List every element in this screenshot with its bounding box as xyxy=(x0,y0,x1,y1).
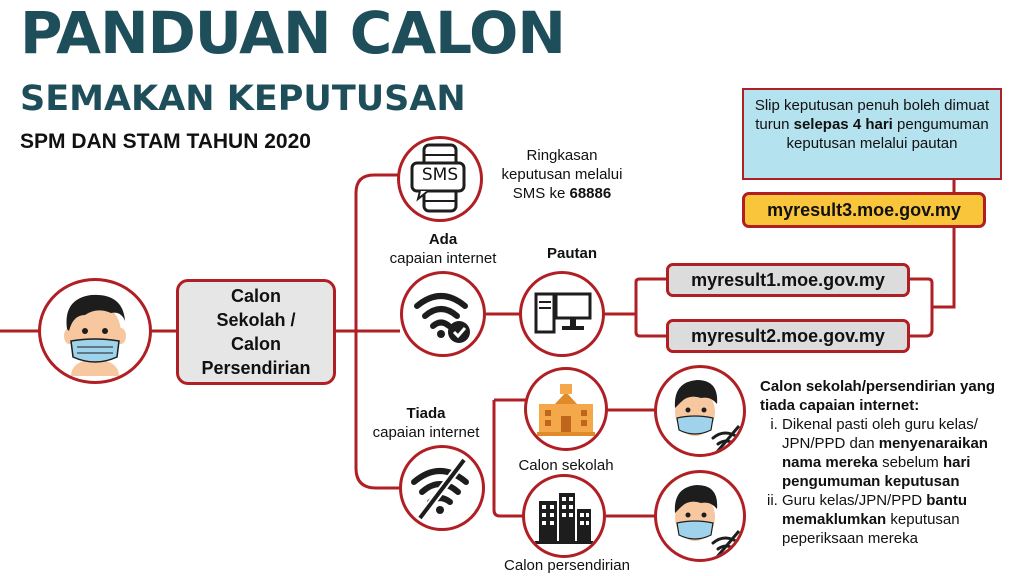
candidate-line-3: Calon xyxy=(230,334,281,354)
candidate-line-1: Calon xyxy=(230,286,281,306)
info-item-1: Dikenal pasti oleh guru kelas/ JPN/PPD d… xyxy=(782,415,1020,491)
note-text-1: Slip keputusan penuh boleh dimuat turun xyxy=(754,97,990,133)
internet-no-bold: Tiada xyxy=(406,405,446,422)
computer-icon xyxy=(519,271,605,357)
info-item-2-a: Guru kelas/JPN/PPD xyxy=(782,492,927,509)
info-item-1-c: sebelum xyxy=(877,454,943,471)
sms-caption-line-2: keputusan melalui xyxy=(501,166,623,183)
note-box: Slip keputusan penuh boleh dimuat turun … xyxy=(742,88,1002,180)
internet-yes-rest: capaian internet xyxy=(389,250,497,267)
note-text-bold: selepas 4 hari xyxy=(793,116,893,133)
candidate-line-2: Sekolah / xyxy=(216,310,296,330)
internet-no-label: Tiada capaian internet xyxy=(358,404,494,442)
wifi-check-icon xyxy=(400,271,486,357)
pautan-label: Pautan xyxy=(546,245,597,262)
page-subtitle: SEMAKAN KEPUTUSAN xyxy=(20,79,466,119)
info-item-1-b: menyenaraikan nama mereka xyxy=(782,435,988,471)
school-label: Calon sekolah xyxy=(518,457,614,474)
candidate-avatar xyxy=(38,278,152,384)
no-wifi-icon xyxy=(399,445,485,531)
private-label: Calon persendirian xyxy=(504,557,630,574)
page-title: PANDUAN CALON xyxy=(20,0,566,67)
internet-yes-bold: Ada xyxy=(428,231,458,248)
info-list: Dikenal pasti oleh guru kelas/ JPN/PPD d… xyxy=(760,415,1020,548)
sms-phone-icon: SMS xyxy=(397,136,483,222)
exam-line: SPM DAN STAM TAHUN 2020 xyxy=(20,130,311,153)
sms-caption-prefix: SMS ke xyxy=(512,185,570,202)
info-item-2-c: keputusan peperiksaan mereka xyxy=(782,511,960,547)
sms-caption-line-1: Ringkasan xyxy=(526,147,598,164)
note-text-2: pengumuman keputusan melalui pautan xyxy=(786,116,989,152)
link-myresult3[interactable]: myresult3.moe.gov.my xyxy=(742,192,986,228)
private-candidate-avatar xyxy=(654,470,746,562)
info-item-1-a: Dikenal pasti oleh guru kelas/ JPN/PPD d… xyxy=(782,416,978,452)
office-building-icon xyxy=(522,474,606,558)
school-candidate-avatar xyxy=(654,365,746,457)
info-item-2: Guru kelas/JPN/PPD bantu memaklumkan kep… xyxy=(782,491,1020,548)
internet-yes-label: Ada capaian internet xyxy=(368,230,518,268)
info-block: Calon sekolah/persendirian yang tiada ca… xyxy=(760,377,1020,548)
school-building-icon xyxy=(524,367,608,451)
sms-caption: Ringkasan keputusan melalui SMS ke 68886 xyxy=(488,146,636,203)
link-myresult2[interactable]: myresult2.moe.gov.my xyxy=(666,319,910,353)
sms-icon-text: SMS xyxy=(421,165,459,185)
sms-caption-line-3: SMS ke 68886 xyxy=(488,184,636,203)
internet-no-rest: capaian internet xyxy=(372,424,480,441)
sms-number: 68886 xyxy=(569,185,612,202)
candidate-box: Calon Sekolah / Calon Persendirian xyxy=(176,279,336,385)
info-item-1-d: hari pengumuman keputusan xyxy=(782,454,971,490)
candidate-line-4: Persendirian xyxy=(201,358,311,378)
info-item-2-b: bantu memaklumkan xyxy=(782,492,968,528)
link-myresult1[interactable]: myresult1.moe.gov.my xyxy=(666,263,910,297)
info-title: Calon sekolah/persendirian yang tiada ca… xyxy=(760,378,996,414)
